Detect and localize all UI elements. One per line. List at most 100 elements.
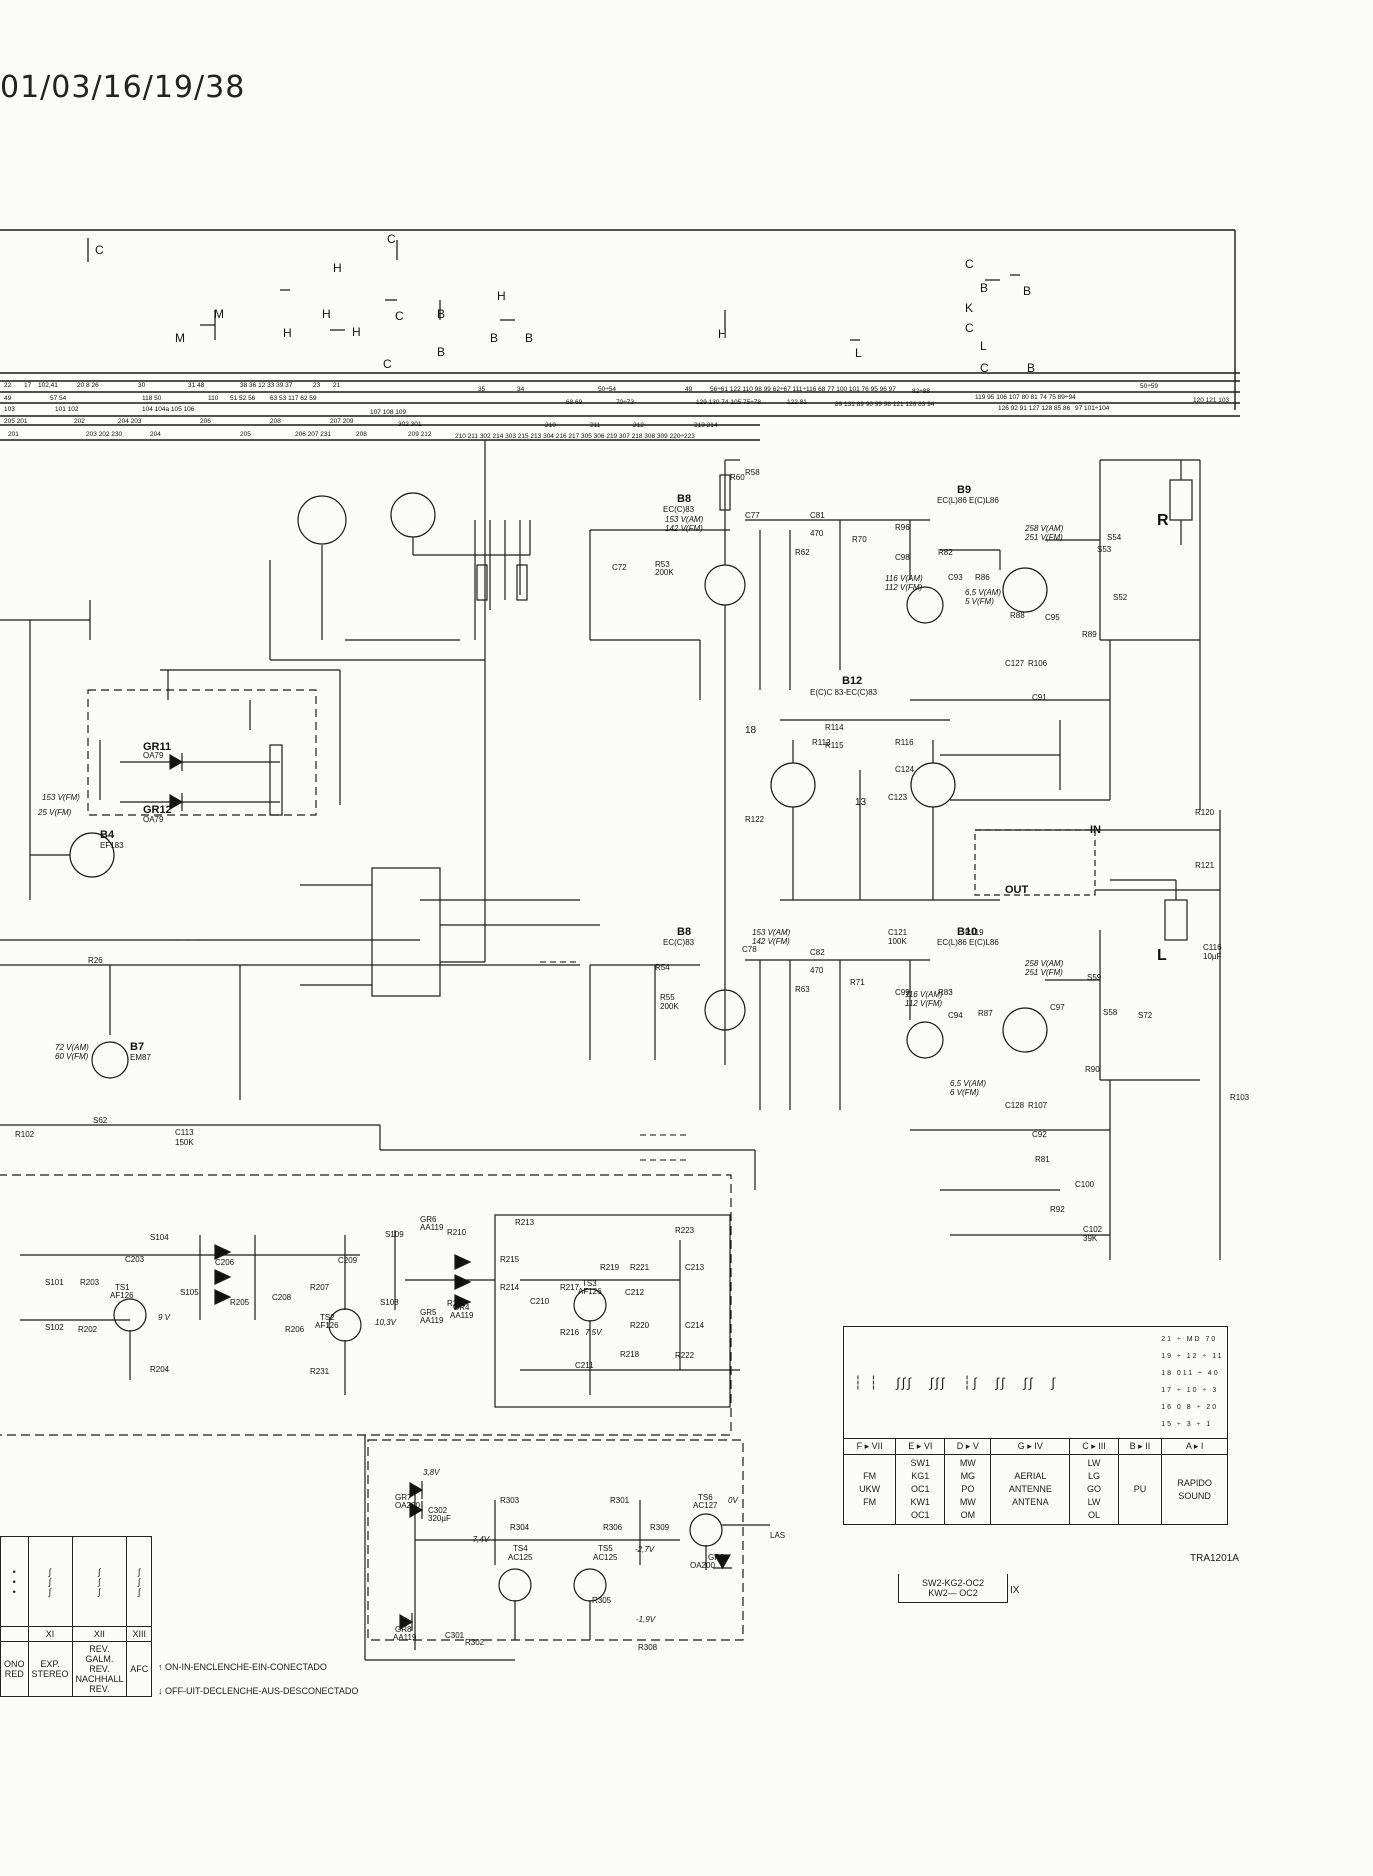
sub-label-1: SW2-KG2-OC2 [921,1578,984,1588]
node-13: 13 [855,797,867,808]
left-col-b: ∫∫∫ [27,1536,73,1627]
left-col-c: ∫∫∫ [71,1536,128,1627]
label-S109: S109 [385,1230,404,1239]
mark-cell-3: XIII [126,1626,153,1642]
ruler-r1-1: 17 [24,382,32,389]
plug-label-H5: H [497,289,506,303]
ruler-r4-9: 212 [633,422,644,429]
label-S105: S105 [180,1288,199,1297]
tube-B9-v1: 258 V(AM) [1024,524,1064,533]
mode-afc: AFC [126,1641,153,1697]
plug-label-C3: C [395,309,404,323]
label-R216: R216 [560,1328,580,1337]
section-D: D ▸ V [944,1438,992,1455]
ruler-r3-3: 107 108 109 [370,409,407,416]
ruler-r1-10: 34 [517,386,525,393]
mark-cell-1: XI [27,1626,73,1642]
plug-label-L2: L [980,339,987,353]
label-R116: R116 [895,738,914,747]
label-R53: R53 [655,560,670,569]
label-S54: S54 [1107,533,1122,542]
plug-label-B4: B [525,331,533,345]
gr7-label: GR7 [395,1493,412,1502]
label-R122: R122 [745,815,765,824]
plug-label-B7: B [1027,361,1035,375]
label-R86: R86 [975,573,990,582]
section-G: G ▸ IV [990,1438,1071,1455]
label-R306: R306 [603,1523,623,1532]
ts2-type: AF126 [315,1321,339,1330]
ruler-r4-7: 210 [545,422,556,429]
plug-label-L: L [855,346,862,360]
contact-glyphs: ┆ ┆ ∫∫∫ ∫∫∫ ┆∫ ∫∫ ∫∫ ∫ [854,1374,1057,1390]
label-S62: S62 [93,1116,108,1125]
sub-switch-label: SW2-KG2-OC2 KW2— OC2 [898,1574,1008,1603]
label-C211: C211 [575,1361,594,1370]
tube-B7-v1: 72 V(AM) [55,1043,89,1052]
label-C124: C124 [895,765,915,774]
ts1-type: AF126 [110,1291,134,1300]
plug-label-B2: B [437,345,445,359]
ts4-type: AC125 [508,1553,533,1562]
label-R102: R102 [15,1130,35,1139]
tube-B4-type: EF183 [100,841,124,850]
legend-off-text: OFF-UIT-DECLENCHE-AUS-DESCONECTADO [165,1686,359,1696]
label-R222: R222 [675,1351,695,1360]
ruler-r5-4: 206 207 231 [295,431,332,438]
label-C121: C121 [888,928,908,937]
ruler-r2-8: 129 130 74 105 75÷78 [696,399,761,406]
scale-2: 18 011 ÷ 40 [1161,1369,1220,1377]
label-C72: C72 [612,563,627,572]
label-C113: C113 [175,1128,194,1137]
ruler-r2-3: 110 [208,395,219,402]
gr9-label: GR9 [708,1553,725,1562]
plug-label-B5: B [980,281,988,295]
plug-label-M: M [175,331,185,345]
label-R82: R82 [938,548,953,557]
ruler-r1-5: 31 48 [188,382,205,389]
tube-B8-bottom-v2: 142 V(FM) [752,937,790,946]
plug-label-C5: C [965,257,974,271]
label-S101: S101 [45,1278,64,1287]
left-col-a: • • • [0,1536,29,1627]
label-R207: R207 [310,1283,330,1292]
label-R305: R305 [592,1596,612,1605]
gr9-type: OA200 [690,1561,715,1570]
ts5-label: TS5 [598,1544,613,1553]
label-R301: R301 [610,1496,630,1505]
label-IN: IN [1090,824,1101,836]
ts3-type: AF126 [578,1287,602,1296]
ts6-type: AC127 [693,1501,718,1510]
ruler-r5-7: 210 211 302 214 303 215 213 304 216 217 … [455,433,695,440]
label-R202: R202 [78,1325,98,1334]
label-C100: C100 [1075,1180,1095,1189]
scale-1: 19 ÷ 12 ÷ 11 [1161,1352,1224,1360]
left-col-d: ∫∫∫ [126,1536,153,1627]
mode-reverb: REV. GALM. REV. NACHHALL REV. [71,1641,128,1697]
ruler-r2-10: 89 131 89 90 99 98 121 126 83 94 [835,401,935,408]
ruler-r2-11: 126 92 91 127 128 85 86 [998,405,1071,412]
ruler-r2-9: 122 81 [787,399,807,406]
label-C94: C94 [948,1011,963,1020]
label-R103: R103 [1230,1093,1250,1102]
label-R215: R215 [500,1255,520,1264]
ruler-r1-14: 82÷88 [912,388,930,395]
label-R60: R60 [730,473,745,482]
mark-cell-2: XII [71,1626,128,1642]
label-R231: R231 [310,1367,330,1376]
label-R214: R214 [500,1283,520,1292]
volt-7-5V: 7,5V [585,1328,602,1337]
label-R213: R213 [515,1218,535,1227]
label-R106: R106 [1028,659,1048,668]
plug-label-H2: H [322,307,331,321]
label-R89: R89 [1082,630,1097,639]
drawing-code: TRA1201A [1190,1553,1239,1564]
node-18: 18 [745,725,757,736]
tube-B8-bottom: B8 [677,926,691,938]
plug-label-H3: H [283,326,292,340]
tube-B4-v1: 153 V(FM) [42,793,80,802]
ruler-r2-13: 120 121 103 [1193,397,1230,404]
scale-0: 21 ÷ MD 70 [1161,1335,1218,1343]
label-C210: C210 [530,1297,550,1306]
